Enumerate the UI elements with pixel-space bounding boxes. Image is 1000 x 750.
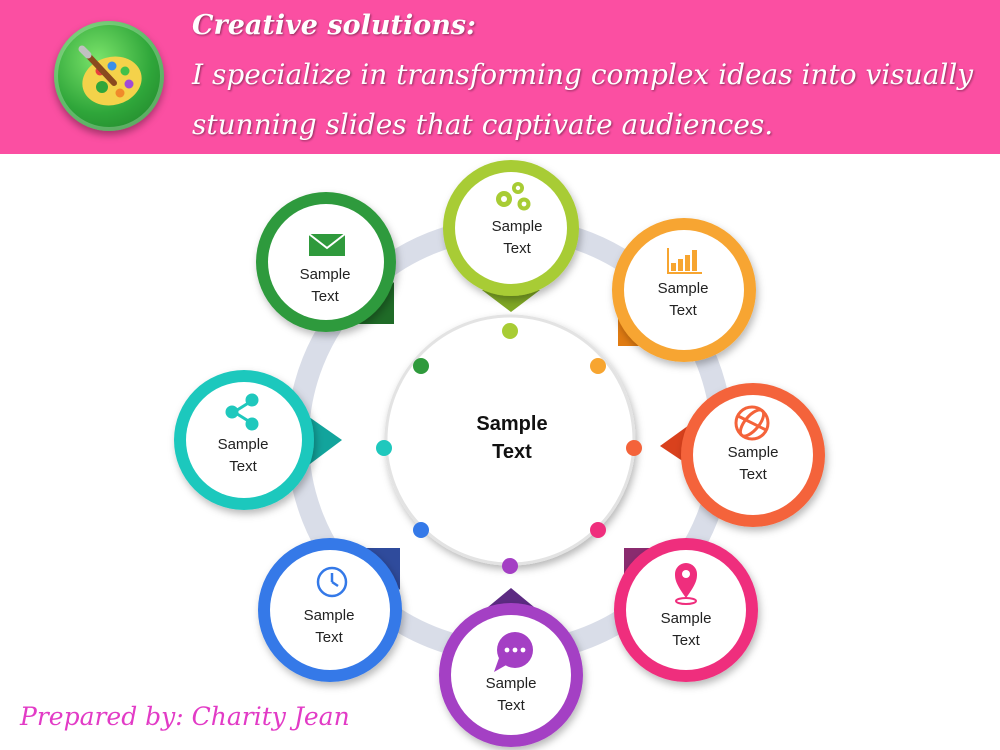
- node-bottom: [439, 588, 583, 747]
- node-left-label-line-2: Text: [229, 458, 257, 475]
- prepared-by-credit: Prepared by: Charity Jean: [20, 702, 350, 731]
- node-top-left-label: Sample Text: [270, 264, 380, 308]
- node-left: [174, 370, 342, 510]
- center-label-line-2: Text: [492, 441, 532, 463]
- node-bottom-label-line-2: Text: [497, 697, 525, 714]
- node-bottom-left-label-line-1: Sample: [303, 607, 355, 624]
- node-top-right-label-line-2: Text: [669, 302, 697, 319]
- node-right-label: Sample Text: [698, 442, 808, 486]
- node-left-label-line-1: Sample: [217, 436, 269, 453]
- clock-icon: [316, 566, 348, 598]
- node-left-label: Sample Text: [188, 434, 298, 478]
- node-top-label-line-2: Text: [503, 240, 531, 257]
- node-bottom-right-label-line-1: Sample: [660, 610, 712, 627]
- cycle-diagram: [174, 160, 825, 747]
- bar-chart-icon: [667, 248, 702, 274]
- node-top-right-label-line-1: Sample: [657, 280, 709, 297]
- banner-text-line-2: stunning slides that captivate audiences…: [192, 108, 774, 141]
- center-label-line-1: Sample: [476, 413, 548, 435]
- share-icon: [225, 393, 259, 431]
- node-bottom-left-label: Sample Text: [274, 605, 384, 649]
- node-bottom-right-label-line-2: Text: [672, 632, 700, 649]
- node-bottom-right: [614, 538, 758, 682]
- node-bottom-label: Sample Text: [456, 673, 566, 717]
- ring-dot-right: [626, 440, 642, 456]
- node-top: [443, 160, 579, 312]
- header-banner: Creative solutions: I specialize in tran…: [0, 0, 1000, 154]
- node-top-label: Sample Text: [462, 216, 572, 260]
- envelope-icon: [308, 233, 346, 256]
- ring-dot-top: [502, 323, 518, 339]
- banner-text-line-1: I specialize in transforming complex ide…: [192, 58, 974, 91]
- location-pin-icon: [675, 563, 697, 605]
- ring-dot-bottom-right: [590, 522, 606, 538]
- ring-dot-left: [376, 440, 392, 456]
- paint-palette-icon: [54, 21, 164, 131]
- node-top-left-label-line-1: Sample: [299, 266, 351, 283]
- node-bottom-right-label: Sample Text: [631, 608, 741, 652]
- center-label: Sample Text: [450, 410, 574, 466]
- node-bottom-left-label-line-2: Text: [315, 629, 343, 646]
- node-top-left: [256, 192, 396, 332]
- ring-dot-top-left: [413, 358, 429, 374]
- node-right-label-line-2: Text: [739, 466, 767, 483]
- node-top-right: [612, 218, 756, 362]
- globe-icon: [734, 405, 770, 441]
- node-top-right-label: Sample Text: [628, 278, 738, 322]
- gears-icon: [496, 182, 531, 211]
- node-top-left-label-line-2: Text: [311, 288, 339, 305]
- banner-title: Creative solutions:: [192, 10, 477, 41]
- ring-dot-bottom-left: [413, 522, 429, 538]
- node-right-label-line-1: Sample: [727, 444, 779, 461]
- node-bottom-label-line-1: Sample: [485, 675, 537, 692]
- node-right: [660, 383, 825, 527]
- ring-dot-bottom: [502, 558, 518, 574]
- node-top-label-line-1: Sample: [491, 218, 543, 235]
- node-bottom-left: [258, 538, 402, 682]
- ring-dot-top-right: [590, 358, 606, 374]
- chat-bubble-icon: [494, 632, 533, 672]
